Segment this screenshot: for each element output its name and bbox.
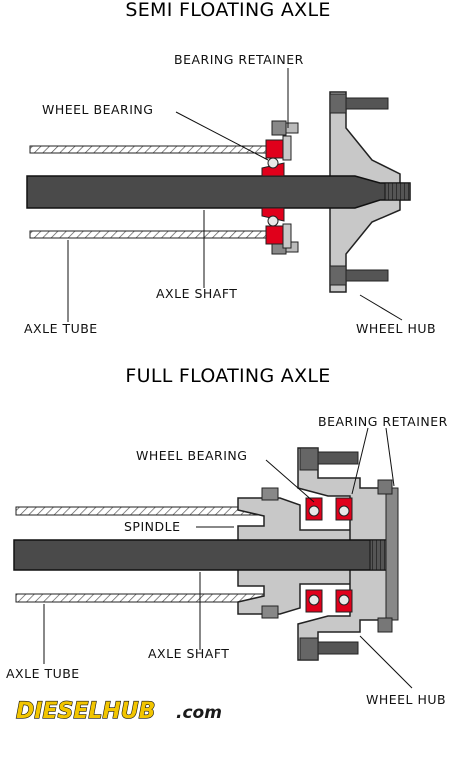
full-bearing-bottom-ball-1 bbox=[308, 594, 320, 606]
full-leader-lines bbox=[43, 427, 413, 689]
full-spindle-label: SPINDLE bbox=[124, 519, 181, 534]
semi-bearing-retainer-label: BEARING RETAINER bbox=[174, 52, 304, 67]
full-flange-bolt-top bbox=[377, 479, 393, 495]
full-axle-shaft bbox=[13, 539, 387, 571]
full-axle-tube-upper bbox=[15, 506, 265, 516]
full-axle-shaft-label: AXLE SHAFT bbox=[148, 646, 229, 661]
full-wheel-hub-label: WHEEL HUB bbox=[366, 692, 446, 707]
semi-stud-head-bottom bbox=[329, 265, 347, 286]
semi-axle-tube-label: AXLE TUBE bbox=[24, 321, 98, 336]
full-bearing-top-ball-2 bbox=[338, 505, 350, 517]
semi-wheel-bearing-top-ball bbox=[267, 157, 279, 169]
semi-wheel-bearing-label: WHEEL BEARING bbox=[42, 102, 153, 117]
semi-bearing-retainer-top bbox=[282, 135, 292, 161]
semi-axle-shaft-label: AXLE SHAFT bbox=[156, 286, 237, 301]
full-wheel-stud-top bbox=[317, 451, 359, 465]
full-wheel-hub bbox=[297, 447, 391, 661]
semi-wheel-hub-label: WHEEL HUB bbox=[356, 321, 436, 336]
full-bearing-bottom-ball-2 bbox=[338, 594, 350, 606]
full-floating-section: FULL FLOATING AXLE bbox=[6, 365, 448, 707]
full-stud-head-bottom bbox=[299, 637, 319, 661]
full-retainer-bolt-top bbox=[261, 487, 279, 501]
semi-bearing-housing-top bbox=[265, 139, 284, 159]
full-shaft-splines bbox=[369, 539, 387, 571]
semi-bearing-retainer-bottom bbox=[282, 223, 292, 249]
semi-axle-tube-upper bbox=[29, 145, 279, 154]
semi-leader-lines bbox=[67, 68, 403, 322]
full-title: FULL FLOATING AXLE bbox=[125, 365, 330, 387]
semi-wheel-stud-top bbox=[345, 97, 389, 110]
full-axle-tube-label: AXLE TUBE bbox=[6, 666, 80, 681]
semi-axle-tube-lower bbox=[29, 230, 279, 239]
full-wheel-bearing-label: WHEEL BEARING bbox=[136, 448, 247, 463]
semi-shaft-splines bbox=[384, 182, 411, 201]
semi-bearing-housing-bottom bbox=[265, 225, 284, 245]
semi-wheel-stud-bottom bbox=[345, 269, 389, 282]
semi-title: SEMI FLOATING AXLE bbox=[125, 0, 330, 21]
semi-retainer-bolt-top bbox=[271, 120, 287, 136]
logo-suffix: .com bbox=[176, 703, 222, 723]
full-flange-bolt-bottom bbox=[377, 617, 393, 633]
semi-wheel-bearing-bottom-race bbox=[261, 207, 285, 222]
semi-axle-shaft bbox=[26, 175, 411, 209]
semi-floating-section: SEMI FLOATING AXLE bbox=[24, 0, 436, 336]
full-bearing-retainer-label: BEARING RETAINER bbox=[318, 414, 448, 429]
dieselhub-logo: DIESELHUB .com bbox=[15, 698, 222, 724]
full-axle-tube-lower bbox=[15, 593, 265, 603]
full-bearing-top-ball-1 bbox=[308, 505, 320, 517]
full-retainer-bolt-bottom bbox=[261, 605, 279, 619]
semi-wheel-bearing-bottom-ball bbox=[267, 215, 279, 227]
full-wheel-stud-bottom bbox=[317, 641, 359, 655]
semi-stud-head-top bbox=[329, 93, 347, 114]
logo-brand: DIESELHUB bbox=[16, 699, 155, 724]
semi-retainer-bolt-top-2 bbox=[285, 122, 299, 134]
full-shaft-flange bbox=[385, 487, 399, 621]
full-stud-head-top bbox=[299, 447, 319, 471]
